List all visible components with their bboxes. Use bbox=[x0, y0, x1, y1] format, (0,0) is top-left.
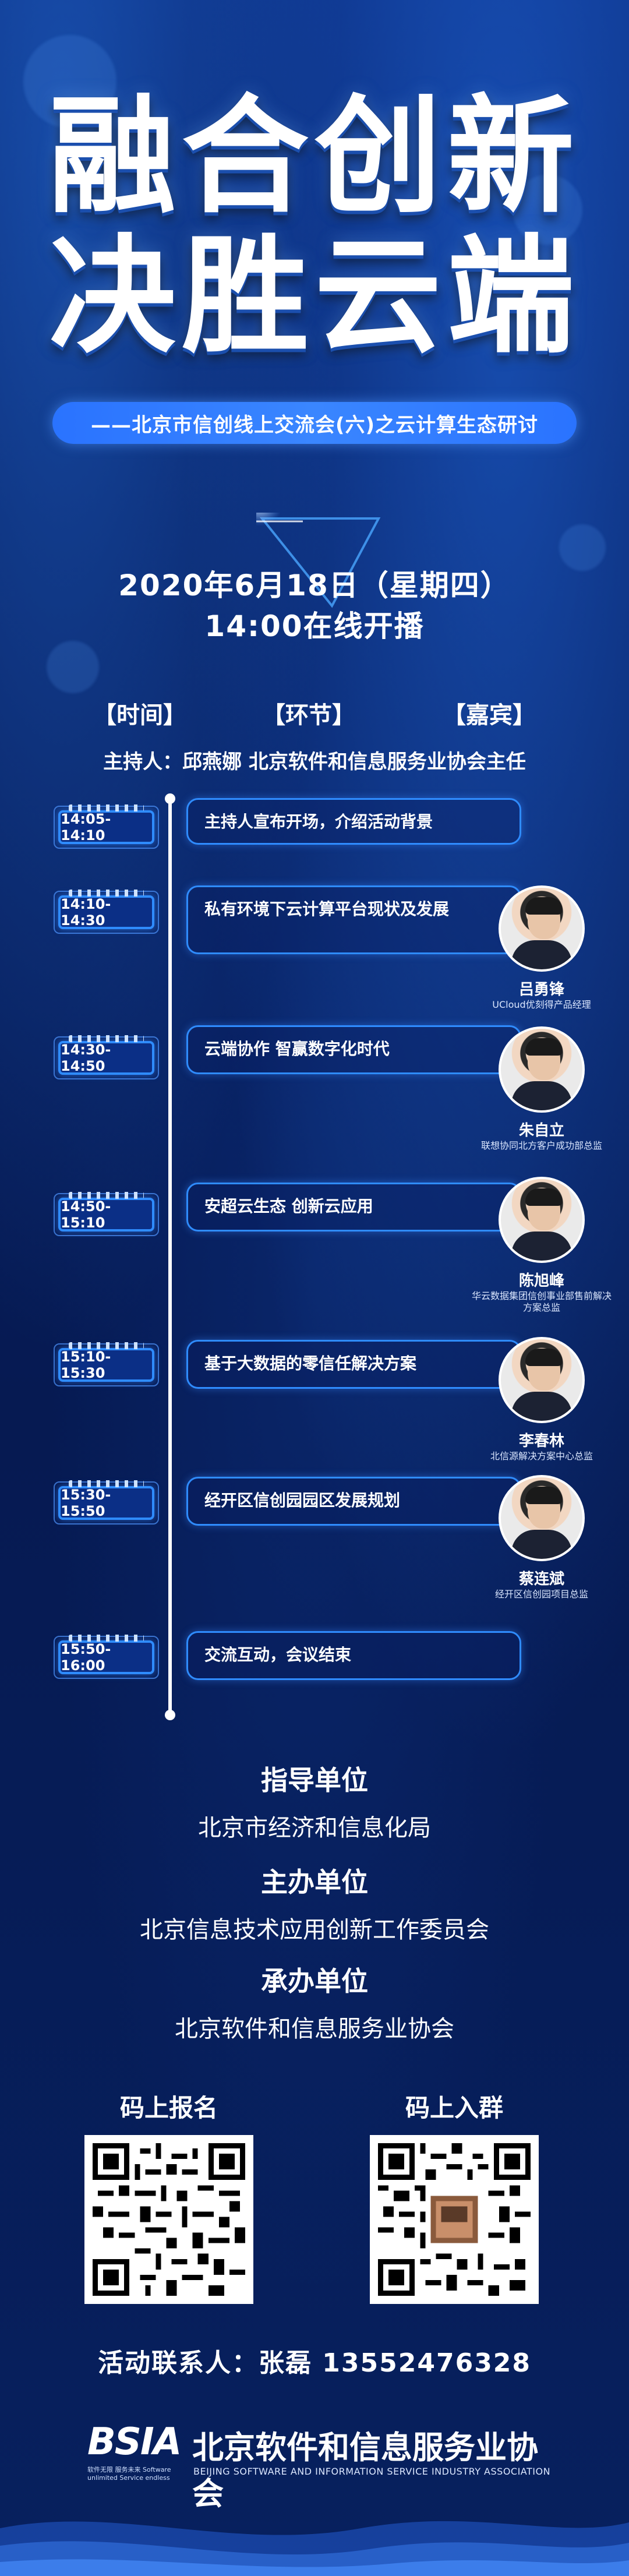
timeline-line bbox=[168, 798, 172, 1718]
agenda-topic: 经开区信创园园区发展规划 bbox=[186, 1477, 521, 1526]
main-title-line1: 融合创新 bbox=[49, 83, 580, 231]
guide-unit-label: 指导单位 bbox=[261, 1765, 368, 1796]
main-title-line2: 决胜云端 bbox=[49, 223, 580, 370]
speaker-title: UCloud优刻得产品经理 bbox=[492, 999, 591, 1010]
timeline-start-dot bbox=[165, 793, 175, 804]
bsia-logo-text: BSIA bbox=[87, 2420, 182, 2464]
qr-register-label: 码上报名 bbox=[119, 2094, 218, 2122]
speaker-avatar bbox=[499, 1475, 585, 1561]
host-unit-value: 北京信息技术应用创新工作委员会 bbox=[140, 1917, 489, 1943]
speaker-title: 华云数据集团信创事业部售前解决方案总监 bbox=[471, 1290, 612, 1313]
speaker-name: 吕勇锋 bbox=[518, 981, 564, 998]
association-logo: BSIA 软件无限 服务未来 Software unlimited Servic… bbox=[87, 2420, 553, 2512]
bokeh-decoration bbox=[23, 35, 116, 128]
bottom-waves-decoration bbox=[0, 2521, 629, 2576]
agenda-topic: 云端协作 智赢数字化时代 bbox=[186, 1025, 521, 1074]
time-badge: 15:50-16:00 bbox=[58, 1635, 154, 1674]
agenda-topic: 基于大数据的零信任解决方案 bbox=[186, 1340, 521, 1389]
agenda-topic: 私有环境下云计算平台现状及发展 bbox=[186, 885, 521, 954]
time-badge: 14:30-14:50 bbox=[58, 1035, 154, 1075]
speaker-card: 李春林 北信源解决方案中心总监 bbox=[469, 1337, 614, 1462]
time-badge: 14:50-15:10 bbox=[58, 1192, 154, 1231]
contact-info: 活动联系人：张磊 13552476328 bbox=[97, 2348, 532, 2378]
speaker-title: 经开区信创园项目总监 bbox=[494, 1589, 588, 1600]
agenda-topic: 主持人宣布开场，介绍活动背景 bbox=[186, 798, 521, 845]
speaker-name: 陈旭峰 bbox=[518, 1272, 564, 1290]
speaker-name: 朱自立 bbox=[518, 1122, 564, 1139]
qr-group-label: 码上入群 bbox=[405, 2094, 503, 2122]
host-info: 主持人：邱燕娜 北京软件和信息服务业协会主任 bbox=[103, 750, 526, 774]
event-time: 14:00在线开播 bbox=[204, 609, 425, 643]
speaker-card: 陈旭峰 华云数据集团信创事业部售前解决方案总监 bbox=[469, 1177, 614, 1314]
qr-code-group[interactable] bbox=[370, 2135, 539, 2304]
qr-pattern bbox=[378, 2143, 531, 2296]
association-name-cn: 北京软件和信息服务业协会 bbox=[192, 2429, 538, 2512]
agenda-topic: 交流互动，会议结束 bbox=[186, 1631, 521, 1680]
speaker-name: 李春林 bbox=[518, 1432, 564, 1450]
subtitle-bar: ——北京市信创线上交流会(六)之云计算生态研讨 bbox=[52, 402, 577, 444]
speaker-card: 吕勇锋 UCloud优刻得产品经理 bbox=[469, 885, 614, 1011]
speaker-title: 北信源解决方案中心总监 bbox=[490, 1451, 593, 1462]
speaker-avatar bbox=[499, 1026, 585, 1113]
time-badge: 15:10-15:30 bbox=[58, 1342, 154, 1382]
co-unit-label: 承办单位 bbox=[261, 1965, 368, 1997]
column-header-time: 【时间】 bbox=[93, 702, 186, 729]
speaker-card: 蔡连斌 经开区信创园项目总监 bbox=[469, 1475, 614, 1600]
bokeh-decoration bbox=[559, 524, 606, 571]
speaker-avatar bbox=[499, 1337, 585, 1423]
speaker-name: 蔡连斌 bbox=[518, 1571, 564, 1588]
bokeh-decoration bbox=[513, 175, 582, 245]
column-header-guest: 【嘉宾】 bbox=[443, 702, 536, 729]
logo-slogan: 软件无限 服务未来 Software unlimited Service end… bbox=[87, 2466, 171, 2482]
speaker-title: 联想协同北方客户成功部总监 bbox=[480, 1140, 602, 1151]
qr-pattern bbox=[93, 2143, 245, 2296]
co-unit-value: 北京软件和信息服务业协会 bbox=[175, 2016, 454, 2042]
speaker-card: 朱自立 联想协同北方客户成功部总监 bbox=[469, 1026, 614, 1152]
time-badge: 15:30-15:50 bbox=[58, 1480, 154, 1520]
guide-unit-value: 北京市经济和信息化局 bbox=[198, 1815, 431, 1841]
time-badge: 14:10-14:30 bbox=[58, 890, 154, 929]
time-badge: 14:05-14:10 bbox=[58, 804, 154, 844]
bokeh-decoration bbox=[47, 641, 99, 693]
association-name-en: BEIJING SOFTWARE AND INFORMATION SERVICE… bbox=[193, 2466, 551, 2477]
event-date: 2020年6月18日（星期四） bbox=[118, 569, 511, 602]
column-header-session: 【环节】 bbox=[262, 702, 355, 729]
timeline-end-dot bbox=[165, 1710, 175, 1720]
agenda-topic: 安超云生态 创新云应用 bbox=[186, 1183, 521, 1231]
speaker-avatar bbox=[499, 1177, 585, 1263]
speaker-avatar bbox=[499, 885, 585, 972]
triangle-light-decoration bbox=[256, 513, 381, 608]
host-unit-label: 主办单位 bbox=[261, 1866, 368, 1898]
qr-code-register[interactable] bbox=[84, 2135, 253, 2304]
